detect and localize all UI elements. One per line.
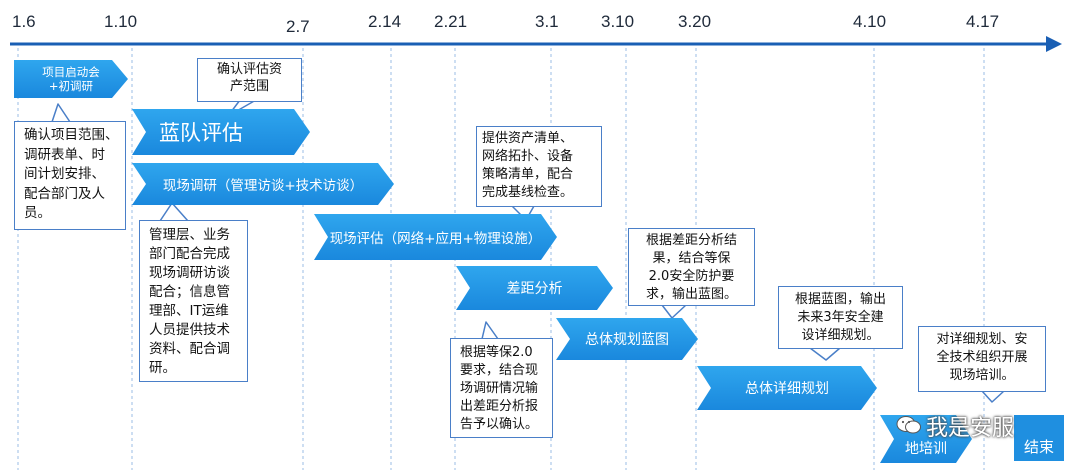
watermark-text: 我是安服 [926, 416, 1015, 441]
phase-blue-team: 蓝队评估 [132, 109, 310, 155]
wechat-icon [896, 416, 921, 434]
note-gap-confirm: 根据等保2.0 要求，结合现 场调研情况输 出差距分析报 告予以确认。 [450, 338, 553, 438]
phase-kickoff: 项目启动会 +初调研 [14, 60, 128, 98]
note-management-support: 管理层、业务 部门配合完成 现场调研访谈 配合；信息管 理部、IT运维 人员提供… [139, 220, 248, 382]
date-label: 2.21 [434, 12, 468, 31]
phase-end: 结束 [1014, 415, 1064, 461]
date-label: 3.1 [535, 12, 559, 31]
phase-overall-blueprint: 总体规划蓝图 [556, 318, 698, 360]
timeline-axis [10, 36, 1062, 52]
date-label: 1.6 [12, 12, 36, 31]
phase-detailed-plan: 总体详细规划 [697, 366, 877, 410]
phase-field-assessment: 现场评估（网络+应用+物理设施） [314, 214, 557, 260]
phase-gap-analysis-label: 差距分析 [506, 281, 563, 297]
note-training: 对详细规划、安 全技术组织开展 现场培训。 [918, 326, 1046, 392]
date-label: 2.14 [368, 12, 402, 31]
phase-overall-blueprint-label: 总体规划蓝图 [585, 332, 669, 348]
phase-detailed-plan-label: 总体详细规划 [745, 381, 829, 397]
note-three-year-plan: 根据蓝图，输出 未来3年安全建 设详细规划。 [778, 286, 903, 349]
phase-end-label: 结束 [1023, 438, 1054, 456]
date-label: 1.10 [104, 12, 138, 31]
date-label: 2.7 [286, 17, 310, 36]
phase-field-research: 现场调研（管理访谈+技术访谈） [132, 163, 394, 205]
phase-onsite-training: 地培训 [880, 415, 972, 463]
phase-onsite-training-label: 地培训 [905, 441, 947, 457]
phase-blue-team-label: 蓝队评估 [159, 121, 243, 145]
phase-gap-analysis: 差距分析 [456, 266, 613, 310]
note-confirm-scope: 确认项目范围、 调研表单、时 间计划安排、 配合部门及人 员。 [14, 121, 126, 230]
date-label: 3.10 [601, 12, 635, 31]
note-provide-assets: 提供资产清单、 网络拓扑、设备 策略清单，配合 完成基线检查。 [476, 126, 602, 207]
date-label: 3.20 [678, 12, 712, 31]
phase-field-assessment-label: 现场评估（网络+应用+物理设施） [329, 231, 542, 247]
phase-field-research-label: 现场调研（管理访谈+技术访谈） [162, 178, 364, 194]
note-blueprint-output: 根据差距分析结 果，结合等保 2.0安全防护要 求，输出蓝图。 [628, 228, 755, 306]
date-label: 4.17 [966, 12, 1000, 31]
date-label: 4.10 [853, 12, 887, 31]
phase-kickoff-label: 项目启动会 +初调研 [42, 65, 100, 93]
note-confirm-assets: 确认评估资 产范围 [197, 58, 302, 102]
